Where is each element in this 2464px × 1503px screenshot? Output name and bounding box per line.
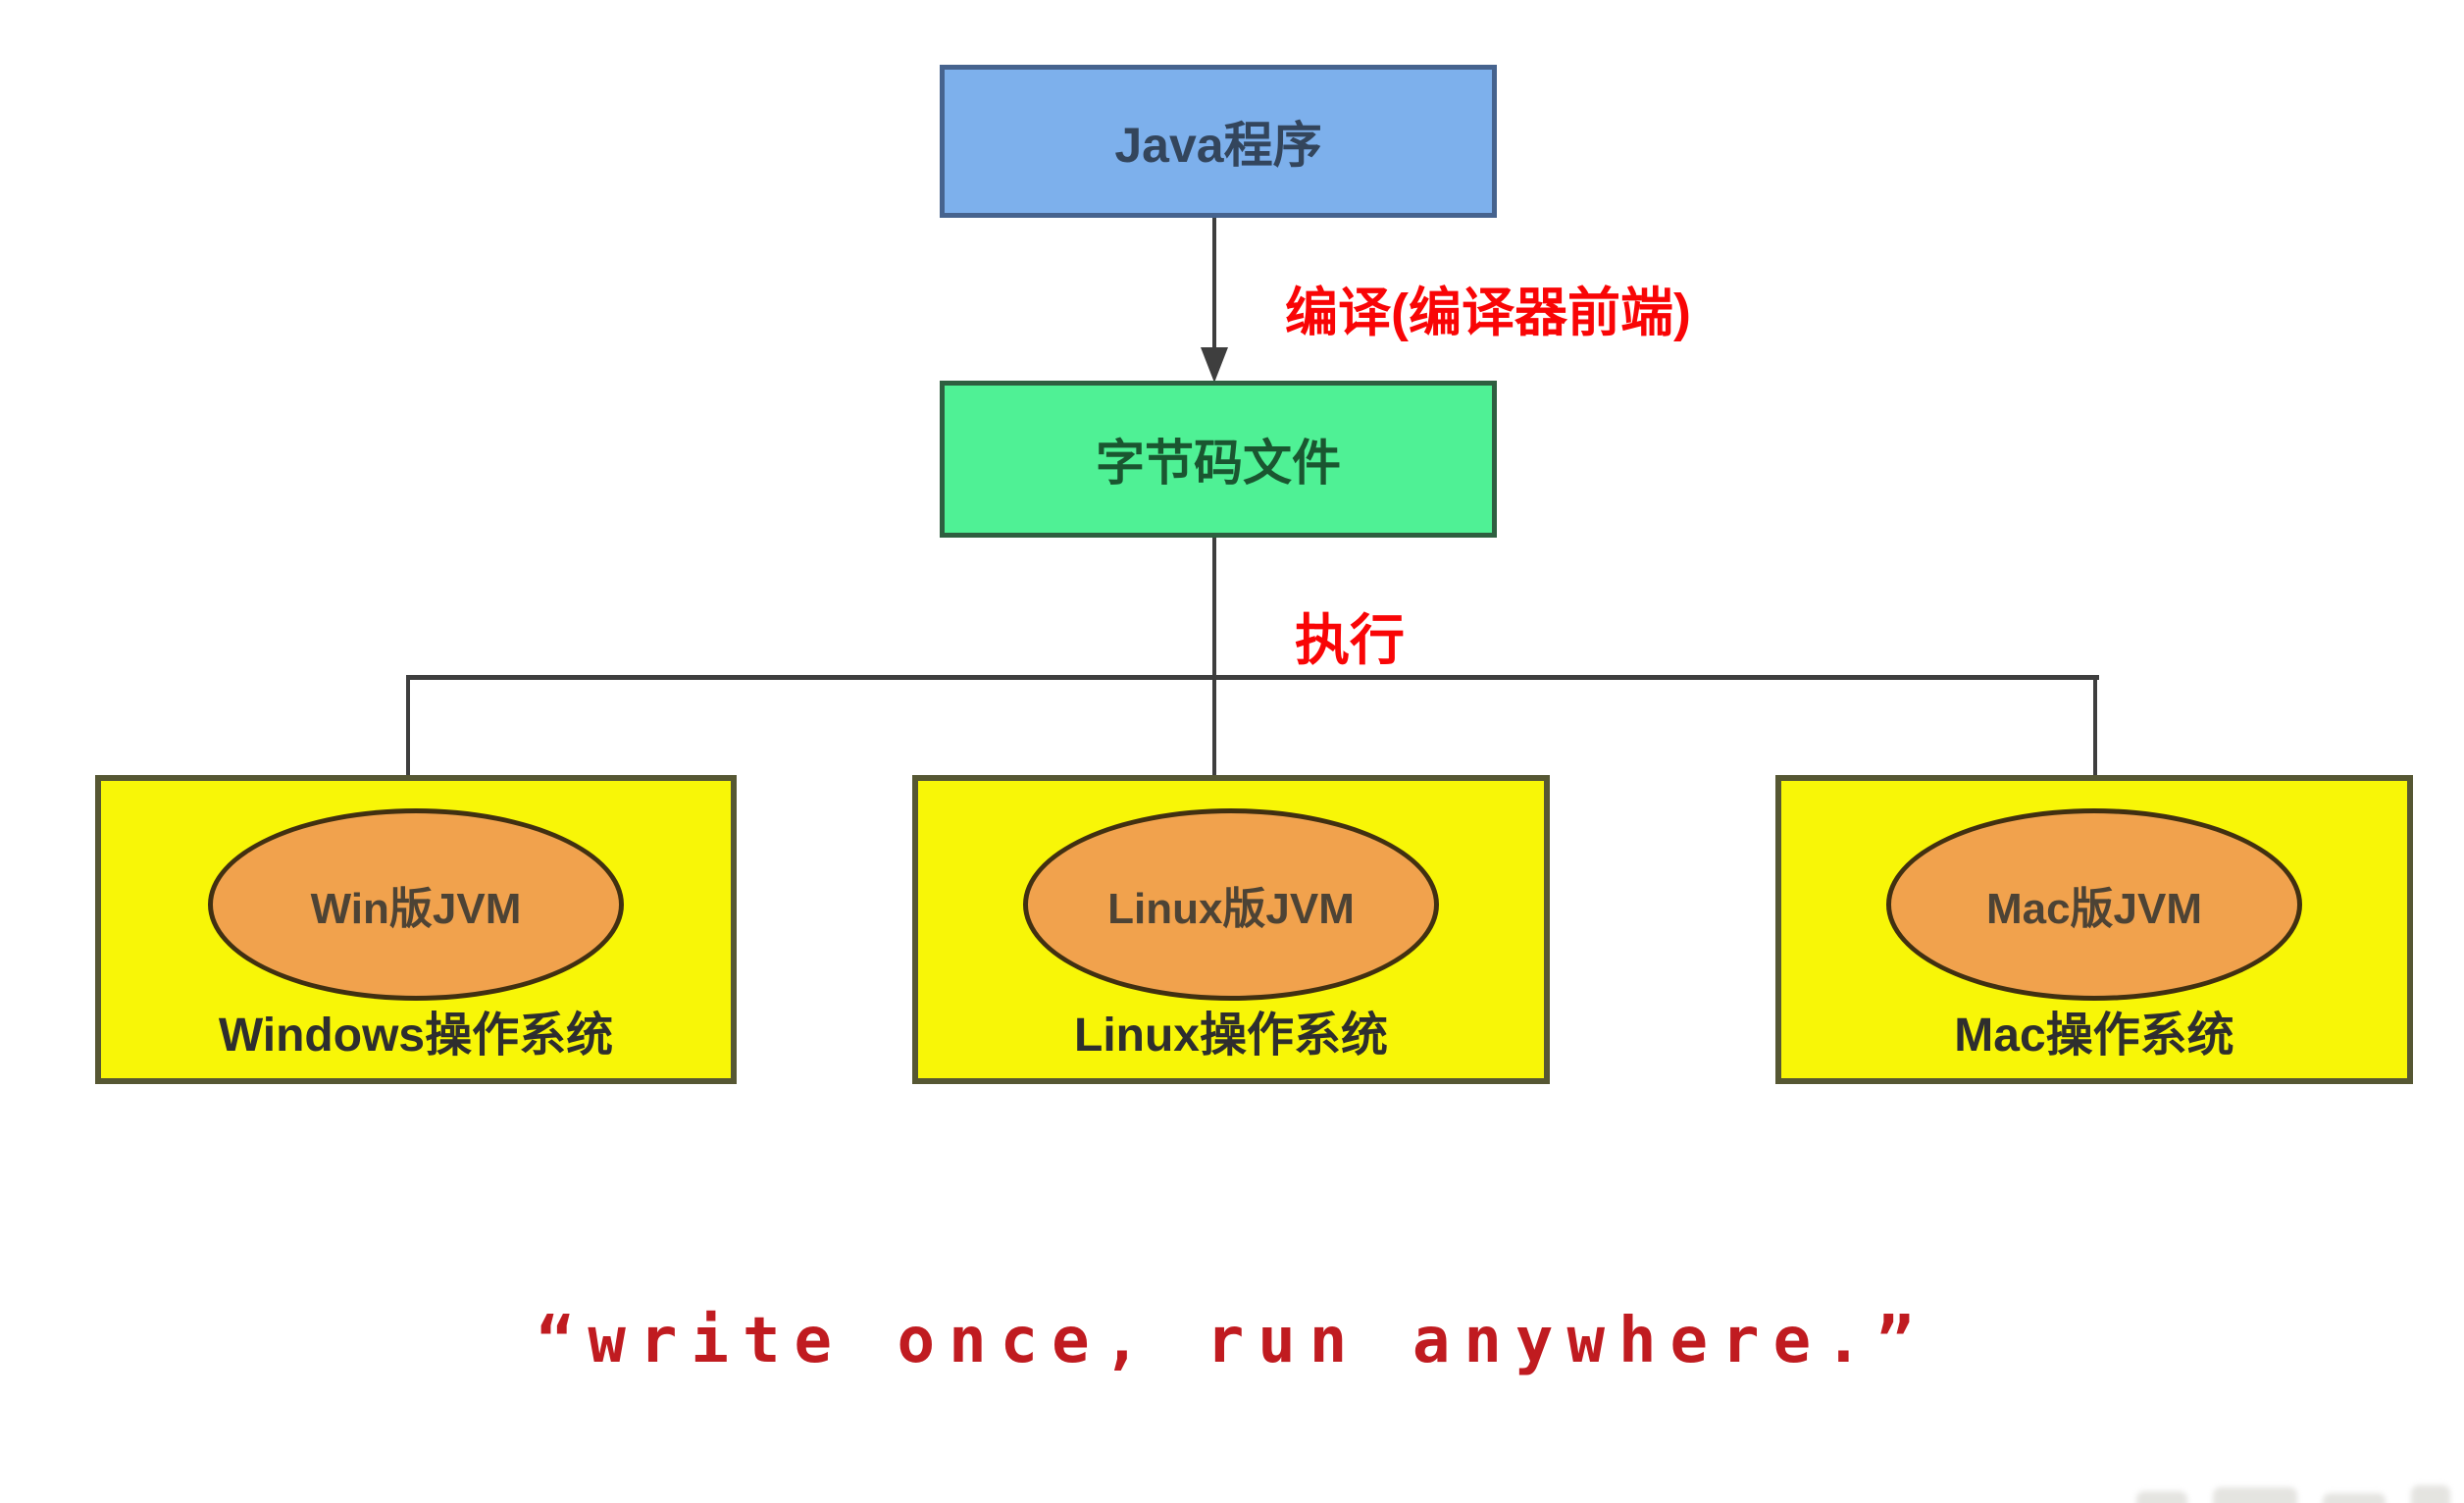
win-jvm-label: Win版JVM	[310, 885, 522, 933]
windows-os-node: Win版JVM Windows操作系统	[95, 775, 737, 1084]
java-program-node: Java程序	[940, 65, 1497, 218]
compile-arrowhead-icon	[1201, 347, 1228, 383]
execute-arrow-line	[1212, 538, 1216, 677]
watermark	[2136, 1479, 2450, 1503]
java-program-label: Java程序	[1114, 118, 1322, 173]
execute-edge-label: 执行	[1295, 609, 1405, 671]
mac-jvm-label: Mac版JVM	[1985, 885, 2203, 933]
watermark-glyph	[2136, 1491, 2187, 1503]
mac-jvm-ellipse: Mac版JVM	[1886, 808, 2302, 1001]
linux-os-node: Linux版JVM Linux操作系统	[912, 775, 1550, 1084]
bytecode-file-node: 字节码文件	[940, 381, 1497, 538]
bytecode-file-label: 字节码文件	[1096, 436, 1341, 491]
win-jvm-ellipse: Win版JVM	[208, 808, 624, 1001]
branch-middle-line	[1212, 675, 1216, 777]
linux-jvm-ellipse: Linux版JVM	[1023, 808, 1439, 1001]
windows-os-label: Windows操作系统	[218, 1010, 614, 1062]
watermark-glyph	[2411, 1485, 2450, 1503]
linux-os-label: Linux操作系统	[1074, 1010, 1388, 1062]
linux-jvm-label: Linux版JVM	[1107, 885, 1355, 933]
mac-os-label: Mac操作系统	[1954, 1010, 2234, 1062]
branch-horizontal-line	[408, 675, 2099, 680]
branch-right-line	[2093, 675, 2097, 777]
compile-edge-label: 编译(编译器前端)	[1285, 284, 1691, 342]
watermark-glyph	[2323, 1493, 2386, 1503]
watermark-glyph	[2213, 1487, 2297, 1503]
mac-os-node: Mac版JVM Mac操作系统	[1775, 775, 2413, 1084]
branch-left-line	[406, 675, 410, 777]
compile-arrow-line	[1212, 218, 1216, 349]
write-once-quote: “write once, run anywhere.”	[536, 1305, 1928, 1377]
